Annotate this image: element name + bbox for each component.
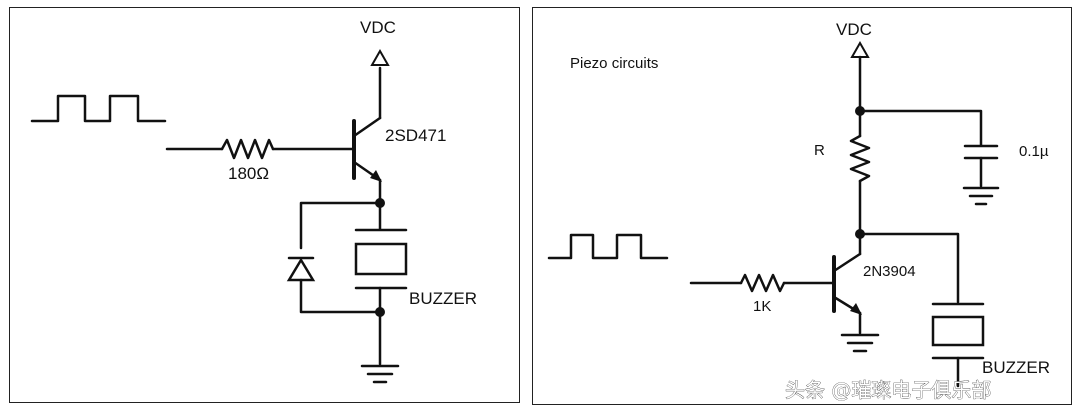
flyback-diode-symbol [286, 256, 316, 282]
capacitor-label: 0.1µ [1019, 143, 1049, 160]
vdc-label-left: VDC [360, 18, 396, 37]
buzzer-label-right: BUZZER [982, 358, 1050, 377]
left-circuit-panel: VDC 2SD471 180Ω BUZZER [9, 7, 520, 403]
vdc-supply-arrow-right [850, 40, 870, 58]
vdc-label-right: VDC [836, 20, 872, 39]
piezo-circuits-title: Piezo circuits [570, 55, 658, 72]
resistor-r-label: R [814, 142, 825, 159]
left-circuit-diagram: VDC 2SD471 180Ω BUZZER [30, 18, 477, 384]
transistor-2n3904-label: 2N3904 [863, 263, 916, 280]
square-wave-input [30, 94, 167, 123]
right-circuit-panel: Piezo circuits VDC 0.1µ R [532, 7, 1072, 405]
resistor-180-symbol [220, 138, 275, 160]
transistor-2sd471-label: 2SD471 [385, 126, 446, 145]
buzzer-symbol-right [931, 302, 985, 360]
watermark-text: 头条 @璀璨电子俱乐部 [785, 378, 991, 402]
ground-symbol-left [360, 364, 400, 384]
resistor-1k-label: 1K [753, 298, 771, 315]
resistor-180-label: 180Ω [228, 164, 269, 183]
transistor-2n3904-symbol [832, 232, 862, 335]
vdc-supply-arrow-left [370, 48, 390, 66]
transistor-2sd471-symbol [352, 66, 382, 182]
buzzer-label-left: BUZZER [409, 289, 477, 308]
right-circuit-diagram: Piezo circuits VDC 0.1µ R [547, 20, 1050, 402]
resistor-r-symbol [849, 134, 871, 183]
buzzer-symbol-left [354, 228, 408, 290]
capacitor-symbol [963, 144, 999, 160]
resistor-1k-symbol [739, 273, 786, 293]
ground-symbol-capacitor [962, 186, 1000, 206]
ground-symbol-transistor [840, 333, 880, 353]
square-wave-input-right [547, 233, 669, 260]
